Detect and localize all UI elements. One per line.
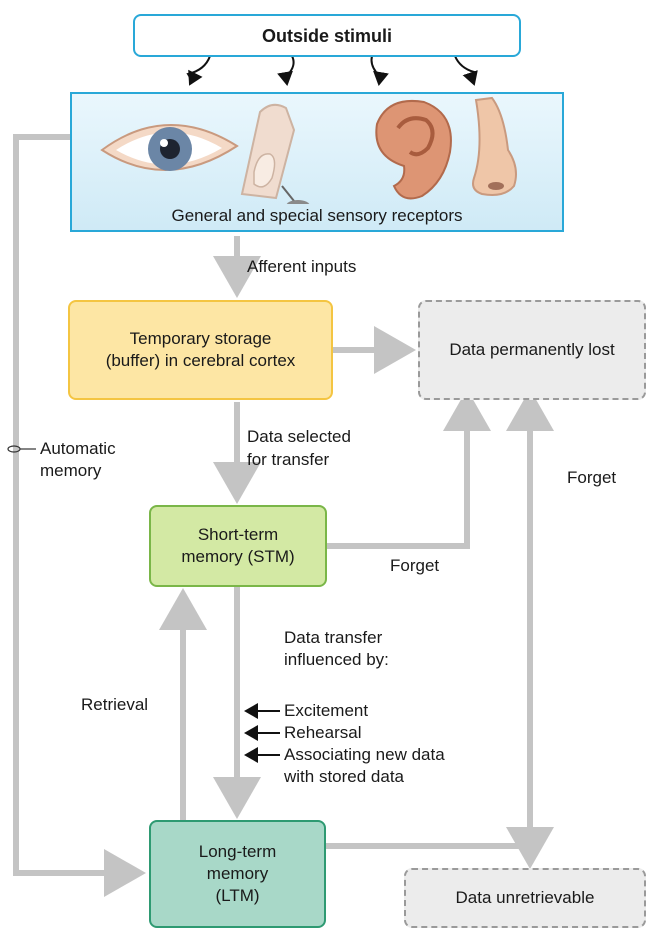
outside-stimuli-box: Outside stimuli bbox=[133, 14, 521, 57]
ltm-line2: memory bbox=[206, 864, 269, 883]
ltm-to-unretrievable-arrow bbox=[326, 827, 554, 869]
automatic-memory-arrow bbox=[13, 134, 146, 897]
automatic-memory-label-2: memory bbox=[40, 461, 102, 480]
stm-forget-label: Forget bbox=[390, 556, 440, 575]
short-term-memory-box: Short-term memory (STM) bbox=[149, 505, 327, 587]
fingertip-icon bbox=[240, 103, 310, 204]
ear-icon bbox=[375, 100, 452, 200]
data-transfer-label-1: Data transfer bbox=[284, 628, 383, 647]
outside-stimuli-label: Outside stimuli bbox=[261, 25, 393, 46]
temporary-storage-line2: (buffer) in cerebral cortex bbox=[105, 351, 296, 370]
receptors-caption: General and special sensory receptors bbox=[171, 206, 463, 225]
stimuli-arrows bbox=[186, 55, 478, 86]
stm-line2: memory (STM) bbox=[181, 547, 295, 566]
retrieval-label: Retrieval bbox=[81, 695, 149, 714]
ltm-forget-label: Forget bbox=[567, 468, 617, 487]
temporary-storage-box: Temporary storage (buffer) in cerebral c… bbox=[68, 300, 333, 400]
automatic-memory-label-1: Automatic bbox=[40, 439, 116, 458]
factor-excitement: Excitement bbox=[284, 701, 369, 720]
data-permanently-lost-box: Data permanently lost bbox=[418, 300, 646, 400]
eye-icon bbox=[100, 123, 239, 172]
temporary-storage-line1: Temporary storage bbox=[129, 329, 272, 348]
receptor-illustrations bbox=[100, 96, 517, 204]
stm-line1: Short-term bbox=[197, 525, 279, 544]
ltm-line3: (LTM) bbox=[215, 886, 260, 905]
data-selected-label-2: for transfer bbox=[247, 450, 330, 469]
data-unretrievable-label: Data unretrievable bbox=[455, 888, 595, 907]
sensory-receptors-panel: General and special sensory receptors bbox=[70, 92, 564, 232]
nose-icon bbox=[472, 96, 517, 196]
data-selected-label-1: Data selected bbox=[247, 427, 351, 446]
ltm-line1: Long-term bbox=[198, 842, 277, 861]
factor-rehearsal: Rehearsal bbox=[284, 723, 362, 742]
data-transfer-label-2: influenced by: bbox=[284, 650, 389, 669]
stm-forget-arrow bbox=[327, 389, 491, 549]
data-permanently-lost-label: Data permanently lost bbox=[449, 340, 615, 359]
data-unretrievable-box: Data unretrievable bbox=[404, 868, 646, 928]
factor-associating: Associating new data bbox=[284, 745, 445, 764]
afferent-inputs-label: Afferent inputs bbox=[247, 257, 357, 276]
factor-associating-cont: with stored data bbox=[284, 767, 405, 786]
long-term-memory-box: Long-term memory (LTM) bbox=[149, 820, 326, 928]
